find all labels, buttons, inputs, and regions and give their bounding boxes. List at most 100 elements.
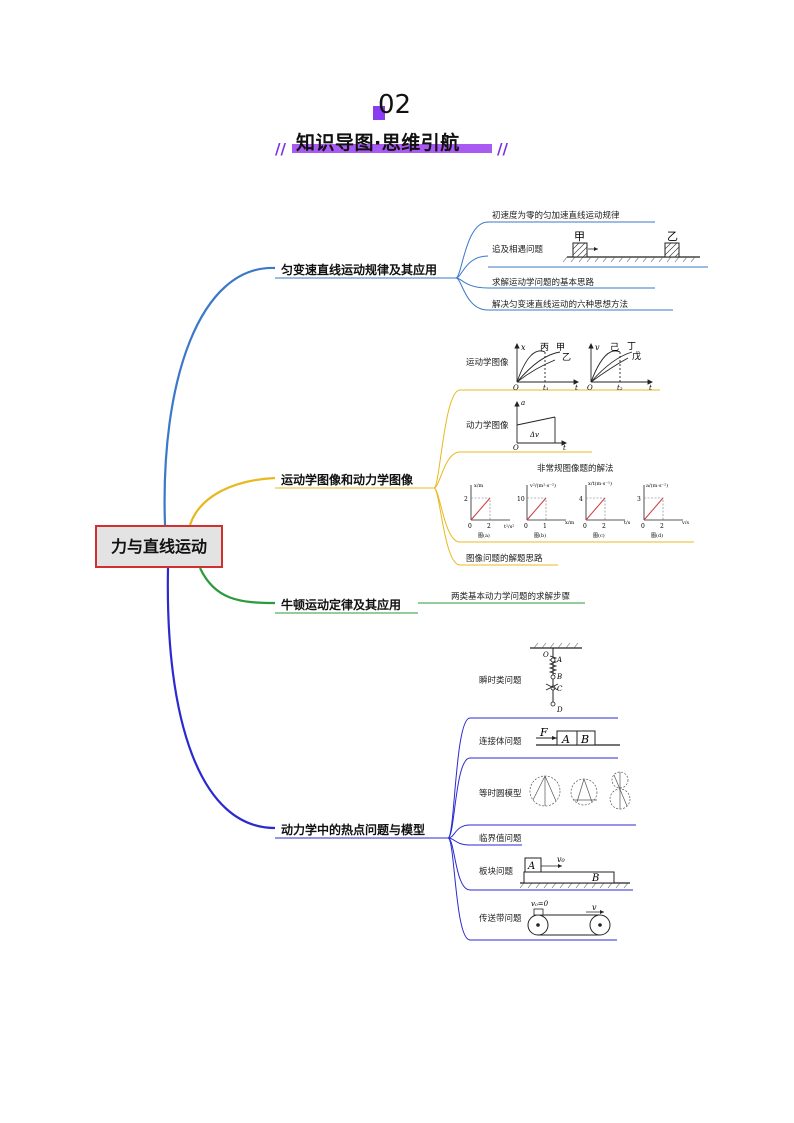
graph-a-xlabel: t²/s²	[504, 524, 514, 530]
section-number: 02	[370, 90, 430, 124]
plate-block-figure	[519, 857, 630, 889]
graph-b-ytick: 10	[517, 496, 525, 503]
graph-c-xlabel: t/s	[624, 520, 631, 526]
kin2-label-v: v	[595, 343, 600, 352]
branch-connector-3	[199, 567, 276, 605]
graph-d-ytick: 3	[637, 496, 641, 503]
section-title: 知识导图·思维引航	[296, 132, 460, 154]
nonstandard-graph-d	[643, 485, 683, 521]
kinematics-graph-2	[588, 342, 654, 385]
graph-c-ylabel: x/t(m·s⁻¹)	[588, 480, 612, 487]
conveyor-belt-figure	[527, 908, 611, 936]
central-node: 力与直线运动	[95, 525, 223, 568]
branch-4-subconnectors	[447, 717, 636, 941]
kinematics-graph-1	[514, 342, 580, 385]
chase-label-yi: 乙	[667, 230, 678, 243]
plate-label-v0: v₀	[557, 855, 566, 864]
dyn-label-o: O	[513, 444, 519, 452]
leaf-connected-body: 连接体问题	[479, 737, 522, 747]
graph-d-xtick-0: 0	[641, 523, 645, 530]
branch-label-motion-graphs: 运动学图像和动力学图像	[281, 473, 414, 487]
graph-b-xlabel: x/m	[565, 520, 575, 526]
kin1-label-t1: t₁	[543, 384, 549, 392]
nonstandard-graph-a	[470, 485, 510, 521]
conn-label-a: A	[561, 733, 570, 746]
leaf-instantaneous: 瞬时类问题	[479, 676, 522, 686]
graph-a-ylabel: x/m	[474, 483, 484, 489]
plate-label-a: A	[527, 861, 535, 872]
connected-body-figure	[536, 730, 620, 746]
graph-a-caption: 图(a)	[478, 532, 490, 539]
leaf-critical-value: 临界值问题	[479, 834, 522, 844]
branch-connector-1	[163, 266, 276, 526]
leaf-zero-initial-velocity: 初速度为零的匀加速直线运动规律	[492, 211, 620, 221]
dynamics-graph	[514, 400, 568, 446]
graph-d-ylabel: a/(m·s⁻²)	[646, 482, 668, 489]
branch-1-subconnectors	[455, 221, 708, 311]
branch-label-uniform-acceleration: 匀变速直线运动规律及其应用	[281, 263, 438, 277]
graph-d-xtick-1: 2	[660, 523, 664, 530]
plate-label-b: B	[591, 873, 599, 884]
graph-c-xtick-1: 2	[602, 523, 606, 530]
kin2-label-ding: 丁	[627, 342, 636, 352]
graph-c-xtick-0: 0	[583, 523, 587, 530]
kin1-label-x: x	[521, 343, 526, 352]
chase-label-jia: 甲	[574, 230, 585, 243]
leaf-six-methods: 解决匀变速直线运动的六种思想方法	[492, 300, 629, 310]
graph-d-caption: 图(d)	[651, 532, 663, 539]
leaf-conveyor-belt: 传送带问题	[479, 914, 522, 924]
chase-problem-figure: 甲 乙	[562, 230, 700, 263]
graph-c-caption: 图(c)	[593, 532, 605, 539]
kin2-label-ji: 己	[610, 342, 619, 353]
branch-label-hot-topics: 动力学中的热点问题与模型	[281, 823, 426, 837]
leaf-isochronous-circle: 等时圆模型	[479, 789, 522, 799]
graph-b-xtick-1: 1	[543, 523, 547, 530]
nonstandard-graph-b	[526, 485, 566, 521]
kin1-label-yi: 乙	[562, 352, 571, 363]
graph-b-caption: 图(b)	[534, 532, 546, 539]
kin2-label-t2: t₂	[617, 384, 623, 392]
branch-2-subconnectors	[433, 389, 694, 566]
kin2-label-o: O	[587, 384, 593, 392]
kin1-label-bing: 丙	[540, 342, 549, 353]
branch-connector-4	[166, 567, 276, 830]
belt-label-v: v	[592, 903, 597, 912]
isochronous-circle-figure	[529, 771, 631, 810]
leaf-nonstandard-graph: 非常规图像题的解法	[537, 464, 614, 474]
section-number-accent	[373, 106, 385, 120]
leaf-dynamics-graph: 动力学图像	[466, 421, 509, 431]
kin1-label-o: O	[513, 384, 519, 392]
nonstandard-graph-c	[585, 485, 625, 521]
kin1-label-t: t	[575, 384, 578, 392]
inst-label-d: D	[556, 706, 563, 714]
graph-a-xtick-0: 0	[468, 523, 472, 530]
branch-label-newton-laws: 牛顿运动定律及其应用	[281, 598, 402, 612]
graph-d-xlabel: v/s	[681, 520, 690, 526]
leaf-kinematics-graph: 运动学图像	[466, 358, 509, 368]
leaf-basic-approach: 求解运动学问题的基本思路	[492, 278, 595, 288]
instantaneous-problem-figure	[530, 642, 582, 707]
section-title-highlight	[292, 144, 492, 153]
leaf-plate-block: 板块问题	[479, 867, 514, 877]
graph-c-ytick: 4	[579, 496, 583, 503]
inst-label-o: O	[543, 651, 549, 659]
title-slash-left: //	[275, 140, 286, 158]
graph-a-ytick: 2	[464, 496, 468, 503]
graph-a-xtick-1: 2	[487, 523, 491, 530]
title-slash-right: //	[497, 140, 508, 158]
conn-label-b: B	[580, 733, 589, 746]
inst-label-a: A	[556, 656, 562, 664]
kin1-label-jia: 甲	[556, 342, 565, 353]
graph-b-ylabel: v²/(m²·s⁻²)	[529, 482, 556, 489]
dyn-label-dv: Δv	[529, 431, 539, 439]
inst-label-b: B	[556, 673, 562, 681]
dyn-label-a: a	[521, 399, 525, 407]
leaf-graph-solution: 图像问题的解题思路	[466, 554, 543, 564]
graph-b-xtick-0: 0	[524, 523, 528, 530]
belt-label-v0: v₀=0	[531, 900, 549, 908]
leaf-chase-problem: 追及相遇问题	[492, 245, 544, 255]
kin2-label-t: t	[649, 384, 652, 392]
section-number-text: 02	[378, 90, 412, 120]
inst-label-c: C	[557, 685, 563, 693]
